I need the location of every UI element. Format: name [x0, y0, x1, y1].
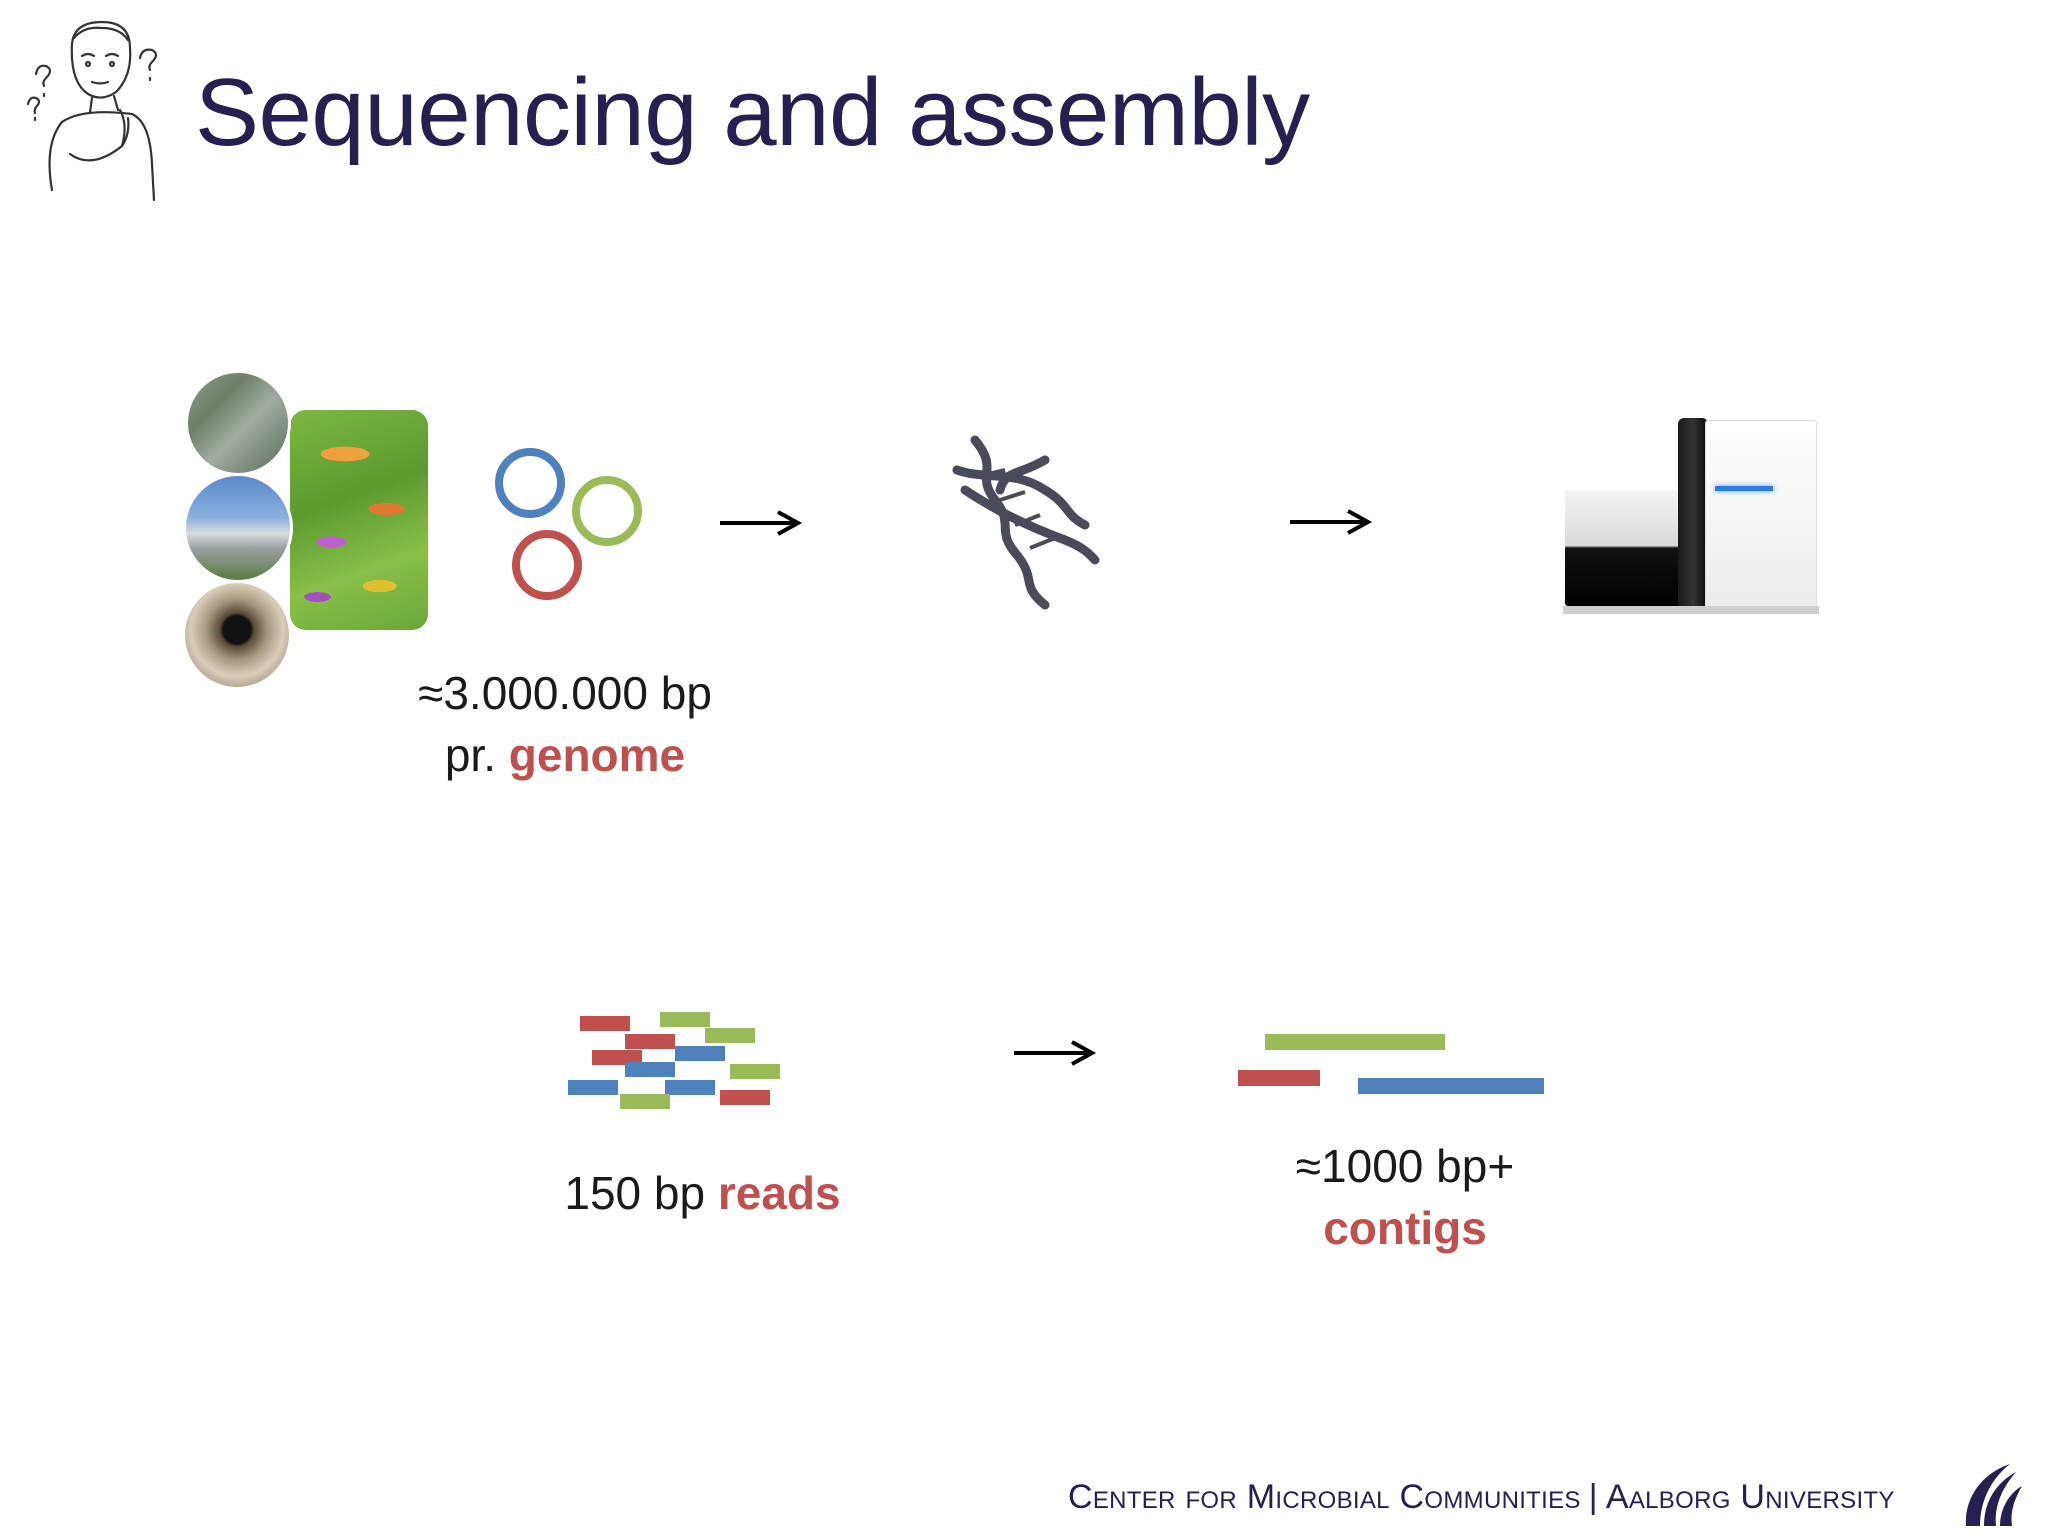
arrow-right-icon: [1290, 509, 1373, 535]
contigs-label: ≈1000 bp+ contigs: [1245, 1135, 1565, 1259]
reads-term: reads: [717, 1167, 841, 1219]
digester-tanks-image: [183, 473, 293, 583]
genome-prefix: pr.: [444, 729, 496, 781]
sequencer-machine-icon: [1563, 418, 1819, 614]
slide-title: Sequencing and assembly: [195, 59, 1310, 166]
reads-fragments-icon: [568, 1012, 780, 1109]
footer-university: Aalborg University: [1605, 1478, 1895, 1516]
aerial-plant-image: [185, 370, 291, 476]
contigs-bars-icon: [1238, 1034, 1544, 1094]
arrow-right-icon: [1014, 1040, 1097, 1066]
aau-logo-icon: [1965, 1464, 2022, 1526]
sample-images: [180, 365, 430, 690]
contigs-term: contigs: [1323, 1202, 1487, 1254]
bacteria-image: [290, 410, 428, 630]
footer-separator: |: [1588, 1478, 1598, 1516]
genome-term: genome: [508, 729, 686, 781]
contigs-size: ≈1000 bp+: [1295, 1140, 1515, 1192]
dna-helix-icon: [952, 435, 1100, 610]
genome-term-line: pr. genome: [395, 724, 735, 786]
genome-size-value: ≈3.000.000 bp: [418, 667, 712, 719]
thinking-person-icon: [26, 20, 158, 202]
footer-text: Center for Microbial Communities|Aalborg…: [1068, 1478, 1895, 1517]
footer-org: Center for Microbial Communities: [1068, 1478, 1581, 1516]
arrow-right-icon: [720, 510, 803, 536]
pipe-image: [182, 580, 292, 690]
plasmid-rings-icon: [495, 448, 642, 600]
genome-size-label: ≈3.000.000 bp pr. genome: [395, 662, 735, 786]
reads-label: 150 bp reads: [520, 1162, 885, 1224]
reads-size: 150 bp: [564, 1167, 706, 1219]
